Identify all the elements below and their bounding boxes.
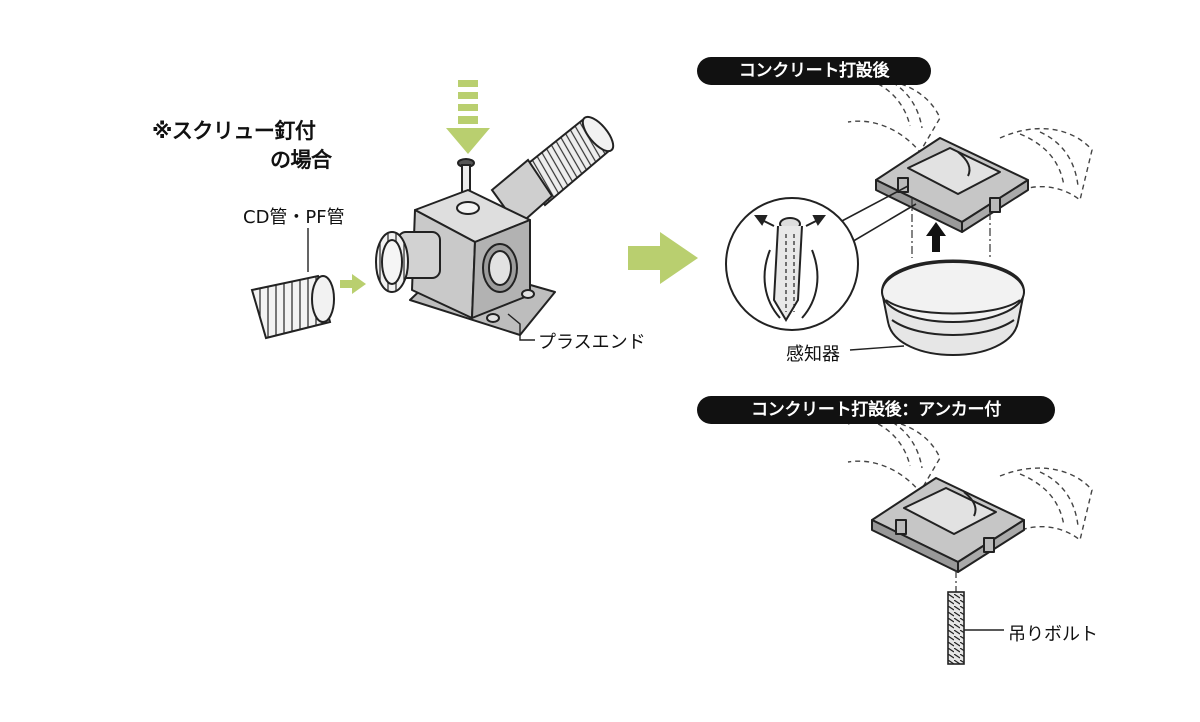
sensor-device [880, 259, 1026, 356]
leader-sensor [849, 345, 905, 351]
conduit-label: CD管・PF管 [243, 207, 345, 228]
detail-magnifier [725, 185, 917, 331]
ceiling-box-bottom [871, 477, 1025, 573]
ceiling-box-top [875, 137, 1029, 233]
conduit-pipe-upper [490, 115, 615, 228]
hanging-bolt [947, 591, 965, 665]
alignment-guides-top [911, 198, 991, 258]
sensor-label: 感知器 [786, 344, 840, 365]
banner-after-concrete: コンクリート打設後 [697, 57, 931, 85]
banner-after-concrete-anchor: コンクリート打設後：アンカー付 [697, 396, 1055, 424]
next-step-arrow-icon [628, 232, 698, 284]
insert-arrow-icon [340, 274, 366, 294]
up-arrow-icon [926, 222, 946, 252]
screw-nail-note-line1: ※スクリュー釘付 [152, 119, 316, 143]
conduit-pipe-left [250, 274, 335, 340]
down-arrow-icon [446, 80, 490, 154]
plus-end-box [375, 189, 556, 336]
plus-end-label: プラスエンド [538, 332, 646, 353]
leader-lines-left [307, 228, 535, 341]
screw-nail-note-line2: の場合 [270, 148, 332, 172]
hanging-bolt-label: 吊りボルト [1008, 624, 1098, 645]
